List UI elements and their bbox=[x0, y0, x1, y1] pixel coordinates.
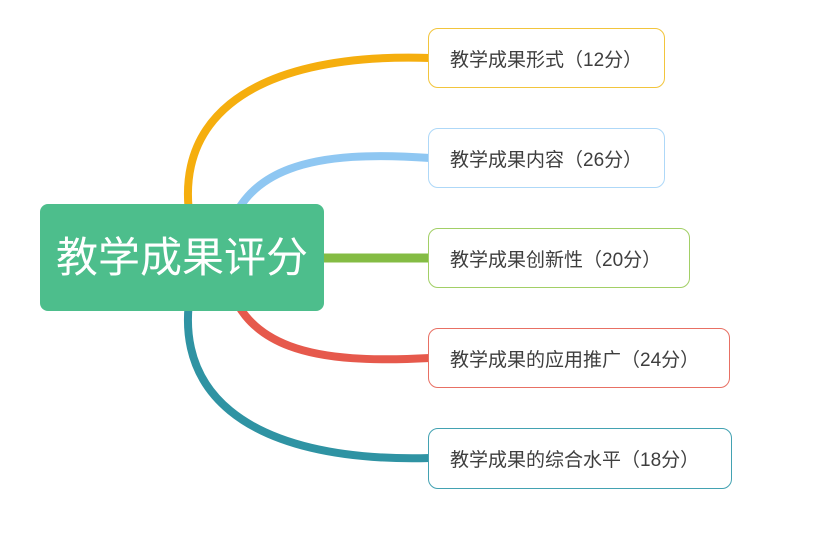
branch-node-form[interactable]: 教学成果形式（12分） bbox=[428, 28, 665, 88]
branch-curve-5 bbox=[184, 258, 434, 463]
branch-node-label: 教学成果的综合水平（18分） bbox=[450, 450, 700, 471]
branch-node-innovation[interactable]: 教学成果创新性（20分） bbox=[428, 228, 690, 288]
root-node-label: 教学成果评分 bbox=[55, 233, 308, 281]
branch-node-overall[interactable]: 教学成果的综合水平（18分） bbox=[428, 428, 732, 489]
branch-node-content[interactable]: 教学成果内容（26分） bbox=[428, 128, 665, 188]
branch-node-label: 教学成果形式（12分） bbox=[450, 49, 643, 71]
branch-node-application[interactable]: 教学成果的应用推广（24分） bbox=[428, 328, 730, 388]
root-node[interactable]: 教学成果评分 bbox=[40, 204, 324, 311]
branch-node-label: 教学成果内容（26分） bbox=[450, 149, 643, 171]
branch-curve-1 bbox=[184, 53, 434, 256]
branch-node-label: 教学成果的应用推广（24分） bbox=[450, 349, 700, 371]
branch-node-label: 教学成果创新性（20分） bbox=[450, 249, 662, 271]
